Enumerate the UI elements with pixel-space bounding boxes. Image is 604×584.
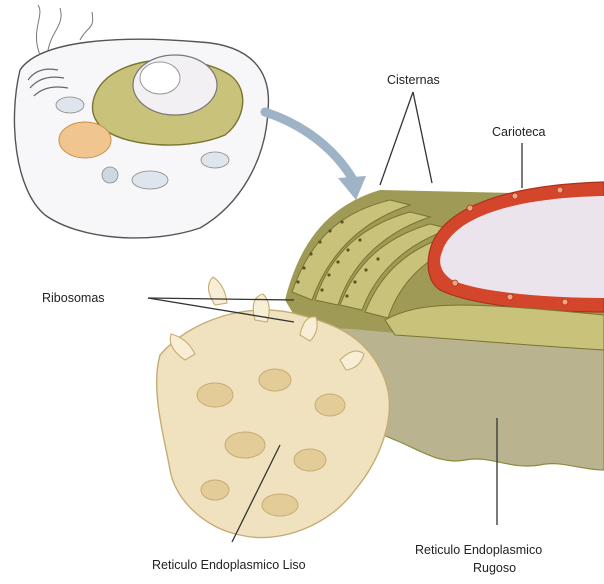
label-ribosomas: Ribosomas xyxy=(42,291,105,305)
zoom-arrow xyxy=(265,112,366,200)
label-carioteca: Carioteca xyxy=(492,125,546,139)
cell-overview-sketch xyxy=(14,5,268,238)
cisternas-leader-right xyxy=(413,92,432,183)
label-cisternas: Cisternas xyxy=(387,73,440,87)
label-rough-er-line1: Reticulo Endoplasmico xyxy=(415,543,542,557)
label-smooth-er: Reticulo Endoplasmico Liso xyxy=(152,558,306,572)
cisternas-leader-left xyxy=(380,92,413,185)
label-rough-er-line2: Rugoso xyxy=(473,561,516,575)
